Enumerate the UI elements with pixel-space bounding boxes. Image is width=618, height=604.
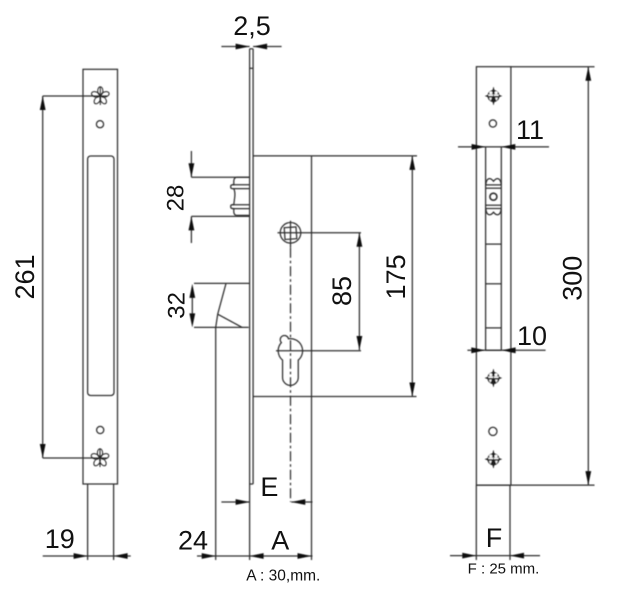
svg-text:A: A [271,526,289,556]
svg-text:261: 261 [10,254,40,299]
svg-text:11: 11 [516,115,544,145]
svg-text:A : 30,mm.: A : 30,mm. [246,568,320,585]
svg-text:F: F [486,523,503,553]
svg-text:19: 19 [45,524,75,554]
svg-text:F : 25 mm.: F : 25 mm. [468,561,540,578]
svg-text:85: 85 [327,276,357,306]
svg-text:2,5: 2,5 [233,11,271,41]
svg-text:10: 10 [517,321,547,351]
svg-text:300: 300 [557,256,587,301]
svg-text:175: 175 [381,254,411,299]
svg-text:24: 24 [178,526,208,556]
svg-text:E: E [260,472,278,502]
svg-text:28: 28 [162,185,189,212]
svg-text:32: 32 [163,292,190,319]
